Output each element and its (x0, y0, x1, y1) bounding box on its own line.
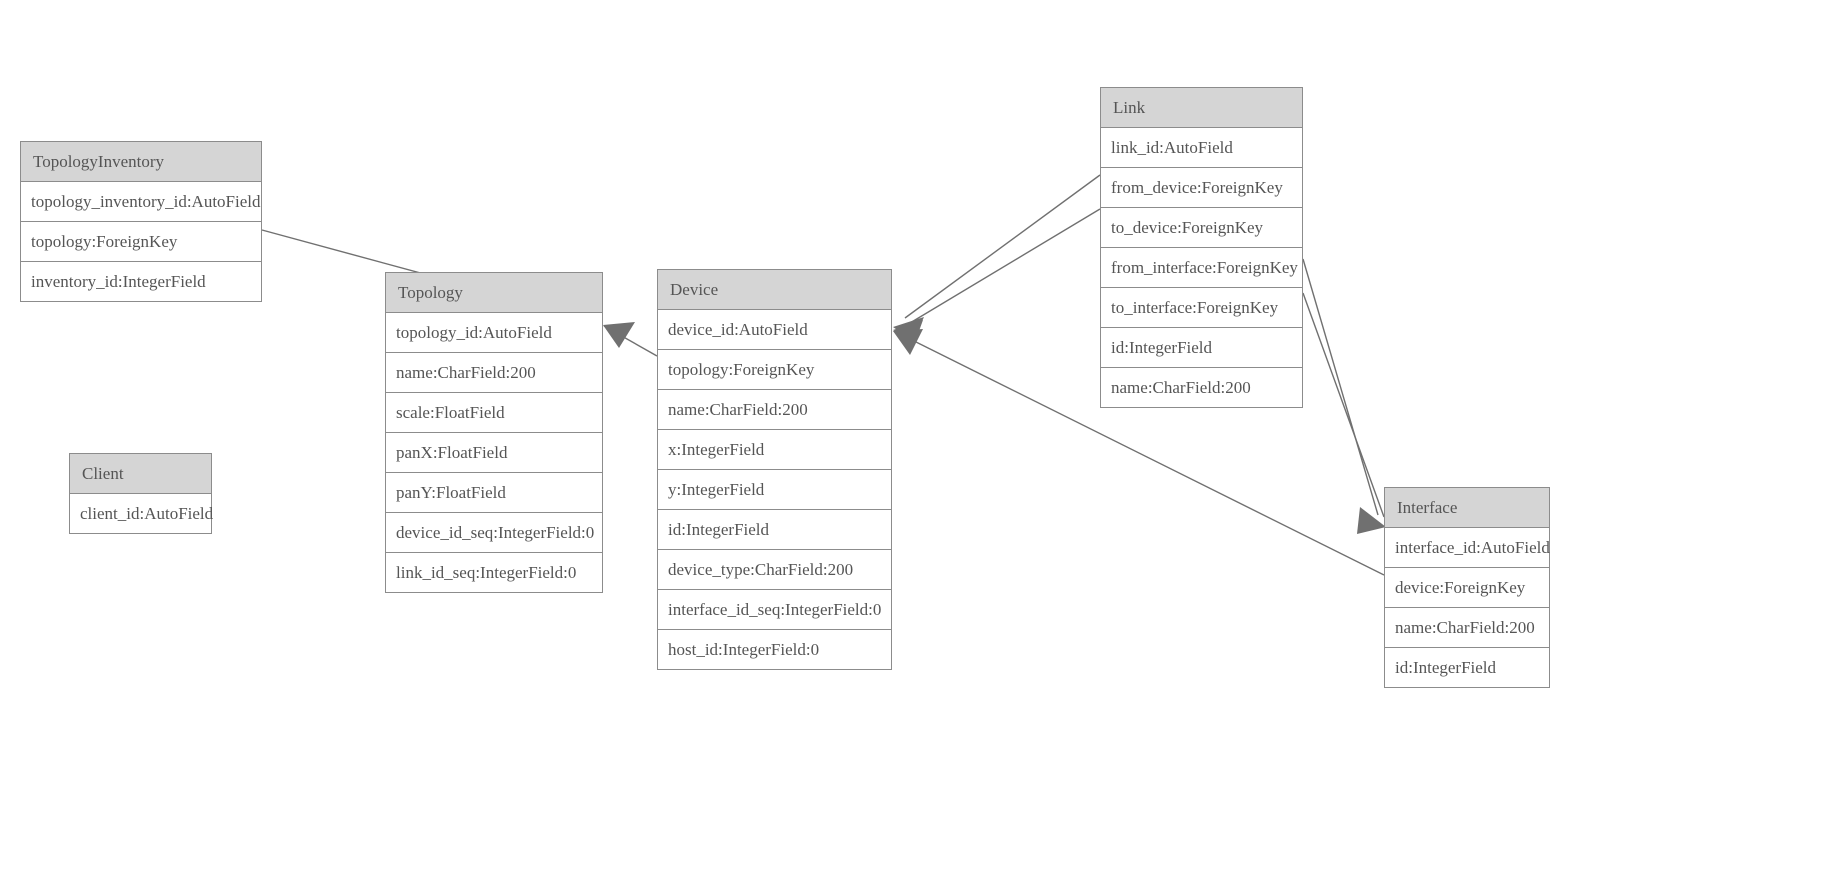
entity-field: scale:FloatField (386, 393, 602, 433)
entity-field: name:CharField:200 (658, 390, 891, 430)
entity-field: from_interface:ForeignKey (1101, 248, 1302, 288)
entity-field: device_id_seq:IntegerField:0 (386, 513, 602, 553)
entity-interface[interactable]: Interface interface_id:AutoField device:… (1384, 487, 1550, 688)
entity-field: id:IntegerField (658, 510, 891, 550)
relationship-link-to-device (893, 208, 1101, 345)
entity-field: device_type:CharField:200 (658, 550, 891, 590)
entity-field: name:CharField:200 (1385, 608, 1549, 648)
relationship-link-from-device (893, 174, 1101, 341)
entity-field: panY:FloatField (386, 473, 602, 513)
entity-field: device_id:AutoField (658, 310, 891, 350)
entity-field: host_id:IntegerField:0 (658, 630, 891, 669)
entity-field: panX:FloatField (386, 433, 602, 473)
entity-title: TopologyInventory (21, 142, 261, 182)
entity-title: Device (658, 270, 891, 310)
entity-field: client_id:AutoField (70, 494, 213, 533)
entity-field: from_device:ForeignKey (1101, 168, 1302, 208)
entity-field: topology_inventory_id:AutoField (21, 182, 261, 222)
entity-topology[interactable]: Topology topology_id:AutoField name:Char… (385, 272, 603, 593)
entity-title: Client (70, 454, 211, 494)
entity-field: interface_id_seq:IntegerField:0 (658, 590, 891, 630)
entity-field: link_id:AutoField (1101, 128, 1302, 168)
entity-field: topology:ForeignKey (21, 222, 261, 262)
entity-field: name:CharField:200 (1101, 368, 1302, 407)
entity-field: topology_id:AutoField (386, 313, 602, 353)
entity-field: x:IntegerField (658, 430, 891, 470)
entity-title: Interface (1385, 488, 1549, 528)
entity-field: name:CharField:200 (386, 353, 602, 393)
entity-title: Topology (386, 273, 602, 313)
entity-device[interactable]: Device device_id:AutoField topology:Fore… (657, 269, 892, 670)
entity-title: Link (1101, 88, 1302, 128)
entity-field: device:ForeignKey (1385, 568, 1549, 608)
relationship-link-to-interface (1302, 292, 1386, 534)
relationship-link-from-interface (1302, 258, 1379, 516)
entity-field: id:IntegerField (1101, 328, 1302, 368)
entity-field: link_id_seq:IntegerField:0 (386, 553, 602, 592)
entity-topology-inventory[interactable]: TopologyInventory topology_inventory_id:… (20, 141, 262, 302)
entity-field: to_interface:ForeignKey (1101, 288, 1302, 328)
entity-link[interactable]: Link link_id:AutoField from_device:Forei… (1100, 87, 1303, 408)
entity-field: y:IntegerField (658, 470, 891, 510)
entity-field: id:IntegerField (1385, 648, 1549, 687)
entity-field: topology:ForeignKey (658, 350, 891, 390)
entity-field: interface_id:AutoField (1385, 528, 1550, 568)
entity-field: to_device:ForeignKey (1101, 208, 1302, 248)
entity-client[interactable]: Client client_id:AutoField (69, 453, 213, 534)
entity-field: inventory_id:IntegerField (21, 262, 261, 301)
relationship-device-topology (603, 322, 658, 357)
